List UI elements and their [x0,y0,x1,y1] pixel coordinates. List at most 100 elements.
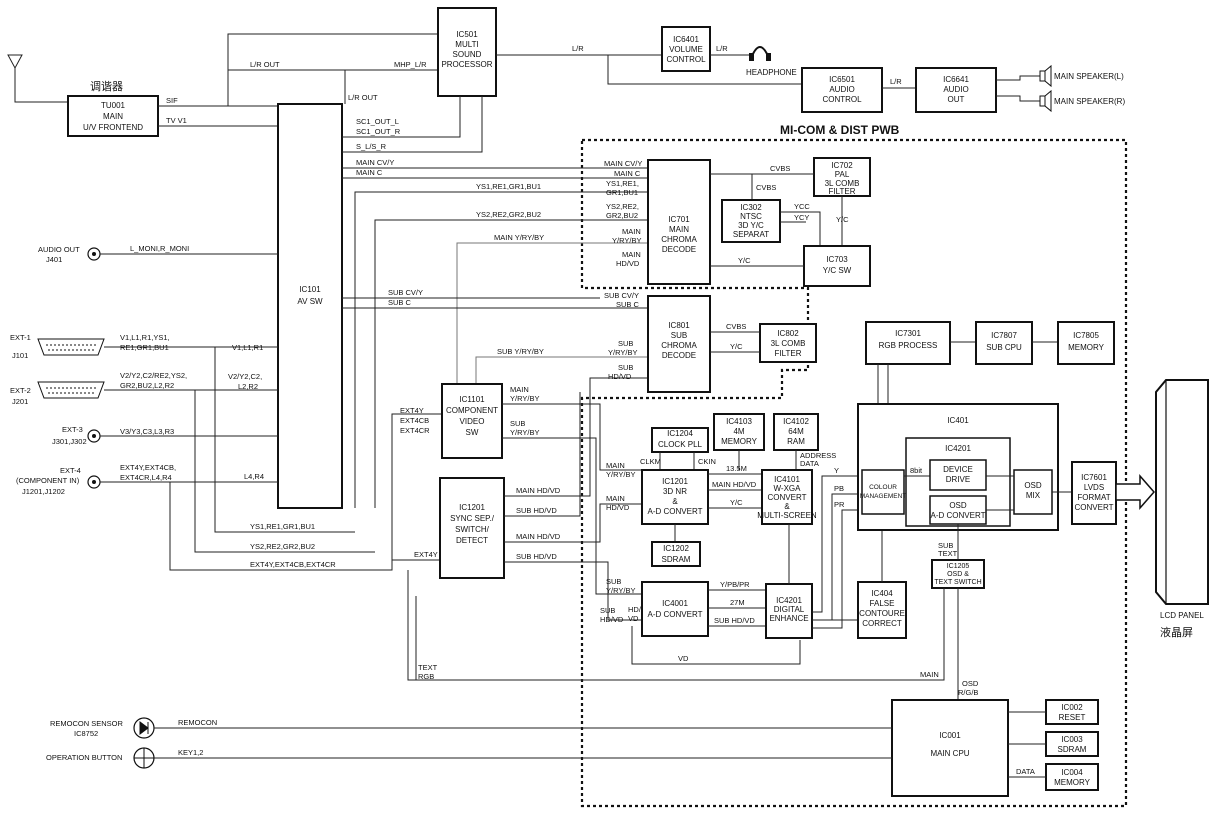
remocon-sensor-icon [133,717,155,739]
ic101-block: IC101 AV SW [277,103,343,509]
svg-text:IC4102: IC4102 [783,417,809,426]
headphone-icon [749,46,771,61]
sub-text-1: SUB [938,541,953,550]
speaker-r-icon [1039,89,1052,113]
l4r4-label: L4,R4 [244,472,264,481]
sub-yrb-a-2: Y/RY/BY [606,586,635,595]
main-cv-y-label: MAIN CV/Y [356,158,394,167]
svg-text:IC1204: IC1204 [667,429,693,438]
svg-text:A-D CONVERT: A-D CONVERT [648,507,703,516]
vd-label: VD [678,654,689,663]
svg-text:NTSC: NTSC [740,212,762,221]
svg-text:MEMORY: MEMORY [1068,343,1105,352]
svg-text:IC4201: IC4201 [776,596,802,605]
ext4-label: EXT-4 [60,466,81,475]
svg-text:A-D CONVERT: A-D CONVERT [648,610,703,619]
ic6501-block: IC6501 AUDIO CONTROL [801,67,883,113]
svg-text:OSD &: OSD & [947,571,969,578]
device-drive-block: DEVICE DRIVE [929,459,987,491]
svg-text:&: & [784,502,790,511]
cvbs-label: CVBS [770,164,790,173]
sc1-out-r-label: SC1_OUT_R [356,127,401,136]
address-label: ADDRESS [800,451,836,460]
svg-text:SW: SW [466,428,479,437]
audio-out-jack-label: J401 [46,255,62,264]
cvbs2-label: CVBS [756,183,776,192]
svg-text:OSD: OSD [1024,481,1042,490]
svg-text:IC1201: IC1201 [459,503,485,512]
ys2-bottom-label: YS2,RE2,GR2,BU2 [250,542,315,551]
svg-text:IC404: IC404 [871,589,893,598]
ys2-label: YS2,RE2,GR2,BU2 [476,210,541,219]
svg-text:FILTER: FILTER [775,349,802,358]
svg-text:COLOUR: COLOUR [869,484,897,491]
osd-mix-block: OSD MIX [1013,469,1053,515]
svg-text:3L COMB: 3L COMB [825,179,860,188]
svg-text:MAIN CPU: MAIN CPU [930,749,969,758]
pr-label: PR [834,500,845,509]
svg-text:ENHANCE: ENHANCE [769,614,808,623]
yc-label: Y/C [836,215,849,224]
ext4y-stack-2: EXT4CB [400,416,429,425]
hdvd-a-2: VD [628,614,639,623]
mhp-lr-label: MHP_L/R [394,60,427,69]
main-yrb-in-1: MAIN [622,227,641,236]
ycc-label: YCC [794,202,810,211]
data-bus-label: DATA [1016,767,1035,776]
svg-text:CLOCK PLL: CLOCK PLL [658,440,703,449]
osd-1: OSD [962,679,979,688]
ic6641-block: IC6641 AUDIO OUT [915,67,997,113]
main-yrb-in-2: Y/RY/BY [612,236,641,245]
y-pb-pr-label: Y/PB/PR [720,580,750,589]
tv-v1-label: TV V1 [166,116,187,125]
speaker-l-label: MAIN SPEAKER(L) [1054,72,1124,81]
key12-label: KEY1,2 [178,748,203,757]
ext4-jack-icon [87,475,101,489]
ext1-sig-1: V1,L1,R1,YS1, [120,333,170,342]
ic4101-block: IC4101 W-XGA CONVERT & MULTI-SCREEN [757,469,817,525]
svg-text:IC801: IC801 [668,321,690,330]
ys2-in-1: YS2,RE2, [606,202,639,211]
svg-text:W-XGA: W-XGA [774,484,802,493]
osd-2: R/G/B [958,688,978,697]
sc1-out-l-label: SC1_OUT_L [356,117,399,126]
tu001-block: TU001 MAIN U/V FRONTEND [67,95,159,137]
svg-text:DECODE: DECODE [662,245,696,254]
main-hd-vd-2-label: MAIN HD/VD [516,532,561,541]
svg-text:MAIN: MAIN [103,112,123,121]
svg-text:3D NR: 3D NR [663,487,687,496]
remocon-sensor-label: REMOCON SENSOR [50,719,124,728]
sub-hdvd-in-2: HD/VD [608,372,632,381]
ic801-block: IC801 SUB CHROMA DECODE [647,295,711,393]
main-cv-y-in: MAIN CV/Y [604,159,642,168]
svg-text:IC003: IC003 [1061,735,1083,744]
ic4201-digital-block: IC4201 DIGITAL ENHANCE [765,583,813,639]
ic1201-sync-block: IC1201 SYNC SEP./ SWITCH/ DETECT [439,477,505,579]
svg-text:U/V FRONTEND: U/V FRONTEND [83,123,143,132]
svg-text:RAM: RAM [787,437,805,446]
clkm-label: CLKM [640,457,661,466]
audio-out-jack-icon [87,247,101,261]
ext1-label: EXT-1 [10,333,31,342]
ext4-sig-1: EXT4Y,EXT4CB, [120,463,176,472]
ext4y-stack-1: EXT4Y [400,406,424,415]
ic7805-block: IC7805 MEMORY [1057,321,1115,365]
yc3-label: Y/C [730,342,743,351]
svg-text:64M: 64M [788,427,804,436]
ic001-block: IC001 MAIN CPU [891,699,1009,797]
sub-c-label: SUB C [388,298,412,307]
sub-cvy-in: SUB CV/Y [604,291,639,300]
ic002-block: IC002 RESET [1045,699,1099,725]
m27-label: 27M [730,598,745,607]
sub-cv-y-label: SUB CV/Y [388,288,423,297]
ic703-block: IC703 Y/C SW [803,245,871,287]
main-label: MAIN [920,670,939,679]
ic7807-block: IC7807 SUB CPU [975,321,1033,365]
ext1-sig-2: RE1,GR1,BU1 [120,343,169,352]
ic501-block: IC501 MULTI SOUND PROCESSOR [437,7,497,97]
sub-yrb-in-1: SUB [618,339,633,348]
main-yrb-2-1: MAIN [510,385,529,394]
svg-text:IC1201: IC1201 [662,477,688,486]
main-hdvd-b-label: MAIN HD/VD [712,480,757,489]
